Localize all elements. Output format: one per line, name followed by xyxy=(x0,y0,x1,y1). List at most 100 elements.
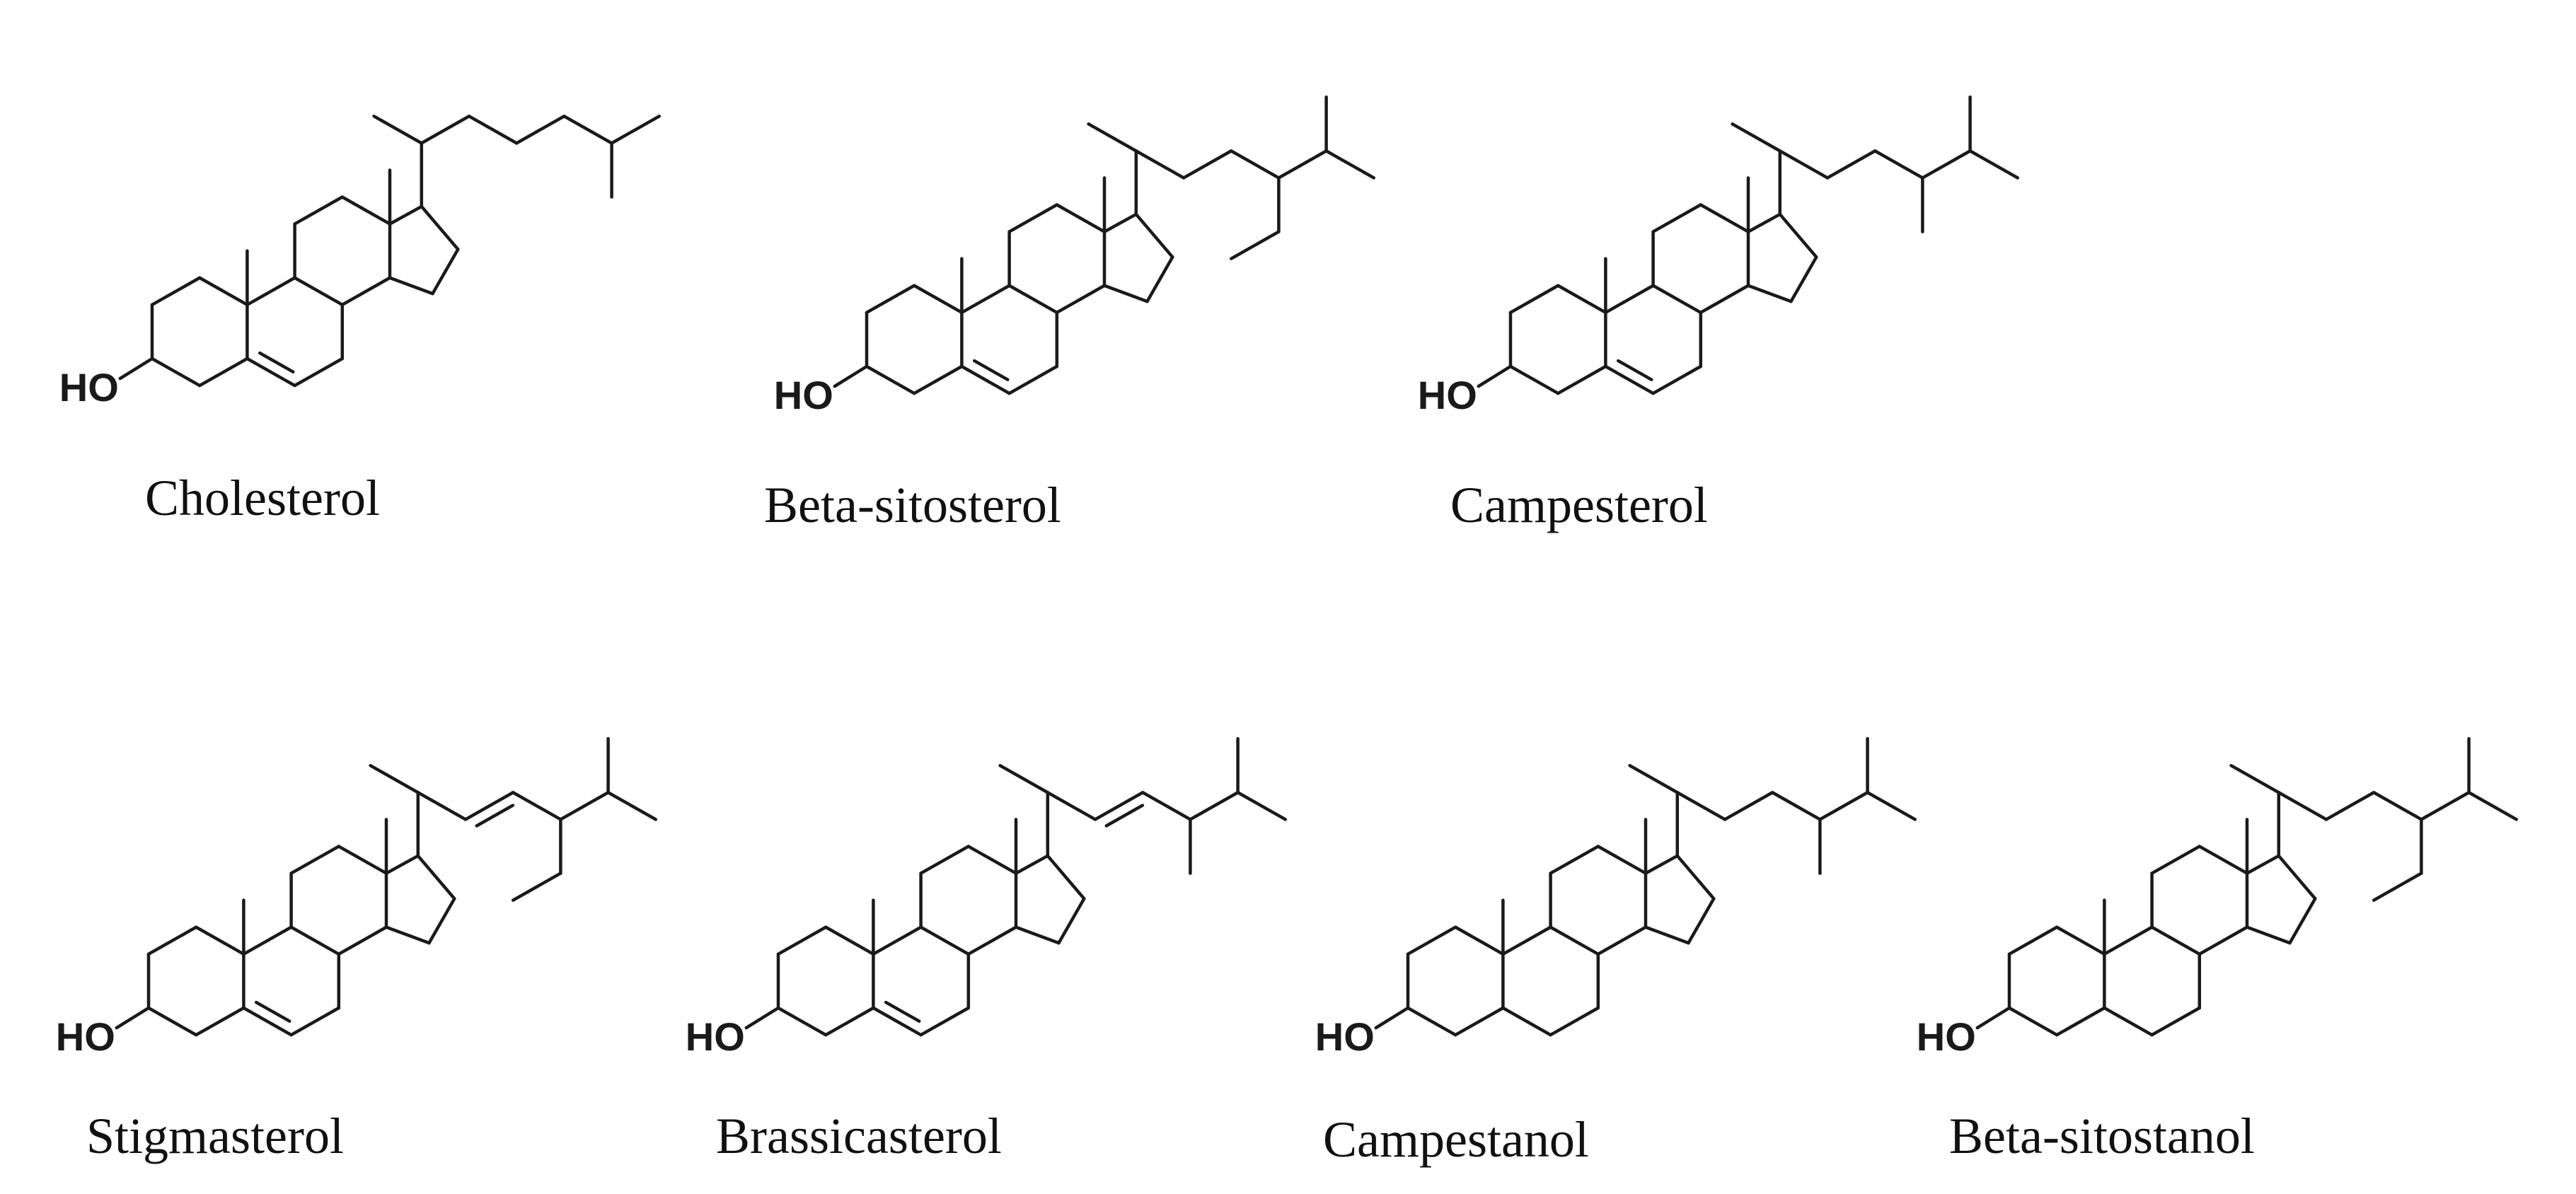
bond-c22-c23 xyxy=(467,115,519,145)
bond-c22-c23 xyxy=(1723,791,1774,821)
bond-c2-c1 xyxy=(2007,925,2059,956)
bond-c5-c4 xyxy=(194,1006,246,1037)
caption-campestanol: Campestanol xyxy=(1323,1111,1589,1168)
bond-c14-c15 xyxy=(388,276,434,296)
bond-c28-c29 xyxy=(1229,230,1281,260)
bond-c9-c10 xyxy=(2103,925,2154,956)
bond-c11-c12 xyxy=(1549,845,1600,875)
bond-c1-c10 xyxy=(194,925,246,956)
bond-c20-c22 xyxy=(1778,149,1830,180)
bond-c12-c13 xyxy=(1596,845,1648,875)
bond-c25-c26 xyxy=(610,115,662,145)
bond-c15-c16 xyxy=(1057,897,1086,945)
bond-c25-c27 xyxy=(606,791,658,821)
bond-c14-c8 xyxy=(337,925,388,956)
bond-c15-c16 xyxy=(1687,897,1716,945)
bond-c4-c3 xyxy=(1406,1006,1457,1037)
bond-c11-c12 xyxy=(293,195,345,226)
bond-c5-c6 xyxy=(960,364,1011,395)
bond-c23-c24 xyxy=(1140,791,1192,821)
structure-campestanol: HO xyxy=(1315,736,1917,1059)
bond-c16-c17 xyxy=(420,204,460,251)
bond-c17-c13 xyxy=(384,854,420,875)
bond-c25-c27 xyxy=(1866,791,1917,821)
bond-c20-c22 xyxy=(416,791,468,821)
bond-c6-c7 xyxy=(1007,364,1059,395)
caption-stigmasterol: Stigmasterol xyxy=(86,1108,344,1164)
bond-c22-c23 xyxy=(1093,791,1145,821)
bond-c5-c4 xyxy=(1556,364,1607,395)
bond-c12-c13 xyxy=(2197,845,2249,875)
bond-c28-c29 xyxy=(511,871,562,902)
bond-c1-c10 xyxy=(824,925,875,956)
bond-c15-c16 xyxy=(2288,897,2317,945)
structure-stigmasterol: HO xyxy=(56,736,658,1059)
bond-c3-o xyxy=(744,1006,780,1030)
bond-c5-c4 xyxy=(2055,1006,2106,1037)
bond-c9-c10 xyxy=(1501,925,1552,956)
bond-c6-c7 xyxy=(289,1006,341,1037)
bond-c22-c23 xyxy=(463,791,515,821)
hydroxyl-label: HO xyxy=(1418,373,1477,417)
structure-beta-sitosterol: HO xyxy=(774,95,1376,417)
bond-c16-c17 xyxy=(1675,854,1716,900)
bond-c14-c8 xyxy=(1055,284,1107,315)
bond-c5-c4 xyxy=(197,357,249,388)
bond-c14-c15 xyxy=(1014,925,1061,945)
double-bond-c5-c6 xyxy=(972,359,1010,381)
bond-c11-c12 xyxy=(1007,203,1059,233)
bond-c25-c27 xyxy=(1968,149,2020,180)
bond-c23-c24 xyxy=(1229,149,1281,180)
bond-c14-c15 xyxy=(2245,925,2292,945)
bond-c20-c22 xyxy=(1046,791,1097,821)
bond-c3-o xyxy=(1975,1006,2011,1030)
bond-c6-c7 xyxy=(1549,1006,1600,1037)
bond-c1-c10 xyxy=(1453,925,1505,956)
bond-c17-c13 xyxy=(1746,212,1782,233)
bond-c12-c13 xyxy=(1699,203,1750,233)
bond-c16-c17 xyxy=(1134,212,1174,259)
structure-campesterol: HO xyxy=(1418,95,2020,417)
bond-c20-c21 xyxy=(369,764,420,794)
bond-c23-c24 xyxy=(2372,791,2423,821)
bond-c11-c12 xyxy=(1651,203,1703,233)
bond-c5-c4 xyxy=(1453,1006,1505,1037)
bond-c20-c21 xyxy=(2229,764,2281,794)
bond-c8-c9 xyxy=(289,925,341,956)
bond-c24-c25 xyxy=(1189,791,1240,821)
caption-brassicasterol: Brassicasterol xyxy=(716,1108,1002,1164)
double-bond-c5-c6 xyxy=(884,1000,921,1023)
bond-c14-c8 xyxy=(1699,284,1750,315)
bond-c4-c3 xyxy=(865,364,916,395)
bond-c17-c13 xyxy=(388,204,424,226)
bond-c17-c13 xyxy=(2245,854,2281,875)
bond-c16-c17 xyxy=(416,854,456,900)
bond-c25-c27 xyxy=(1324,149,1376,180)
bond-c24-c25 xyxy=(2420,791,2471,821)
bond-c1-c10 xyxy=(197,276,249,307)
bond-c5-c6 xyxy=(872,1006,923,1037)
bond-c14-c15 xyxy=(384,925,431,945)
bond-c14-c8 xyxy=(2197,925,2249,956)
double-bond-c22-c23 xyxy=(1104,804,1145,828)
bond-c24-c25 xyxy=(1818,791,1869,821)
bond-c8-c9 xyxy=(1651,284,1703,315)
bond-c2-c1 xyxy=(146,925,198,956)
bond-c5-c6 xyxy=(2103,1006,2154,1037)
bond-c12-c13 xyxy=(1055,203,1107,233)
bond-c6-c7 xyxy=(919,1006,971,1037)
hydroxyl-label: HO xyxy=(774,373,833,417)
bond-c14-c8 xyxy=(966,925,1018,956)
bond-c8-c9 xyxy=(1549,925,1600,956)
bond-c4-c3 xyxy=(2007,1006,2059,1037)
bond-c14-c15 xyxy=(1746,284,1793,303)
bond-c20-c21 xyxy=(1087,122,1138,153)
bond-c2-c1 xyxy=(865,284,916,315)
bond-c25-c27 xyxy=(1236,791,1288,821)
bond-c11-c12 xyxy=(919,845,971,875)
bond-c20-c21 xyxy=(1628,764,1680,794)
bond-c20-c21 xyxy=(1731,122,1782,153)
bond-c22-c23 xyxy=(1825,149,1877,180)
bond-c15-c16 xyxy=(1789,255,1818,303)
